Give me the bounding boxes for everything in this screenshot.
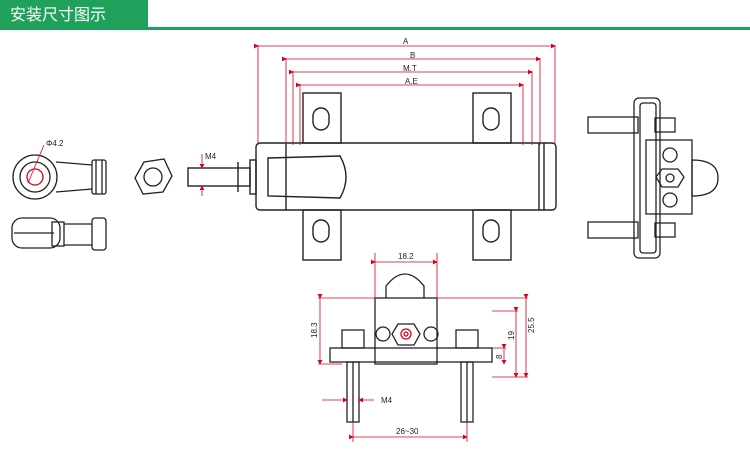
dim-mt-label: M.T (403, 64, 417, 73)
dim-18-2-label: 18.2 (398, 252, 414, 261)
rod-end-side-view (11, 217, 107, 251)
nut-view (134, 158, 173, 195)
rod-end-front-view (12, 154, 107, 200)
sensor-end-view (587, 97, 719, 259)
phi-dimension: Φ4.2 (27, 139, 64, 184)
dim-8-label: 8 (495, 354, 504, 359)
m4-top-label: M4 (205, 152, 217, 161)
dim-b-label: B (410, 51, 415, 60)
section-title: 安装尺寸图示 (0, 0, 148, 30)
dim-19-label: 19 (507, 331, 516, 340)
dim-26-30-label: 26~30 (396, 427, 419, 436)
dim-25-5-label: 25.5 (527, 317, 536, 333)
m4-bottom-label: M4 (381, 396, 393, 405)
phi-label: Φ4.2 (46, 139, 64, 148)
sensor-body-side-view (187, 92, 557, 261)
mounting-dimensions (317, 253, 529, 442)
dim-a-label: A (403, 37, 409, 46)
mounting-front-view (329, 273, 493, 423)
m4-top-dimension: M4 (199, 152, 217, 196)
header-divider (148, 27, 750, 30)
dim-18-3-label: 18.3 (310, 322, 319, 338)
dim-ae-label: A.E (405, 77, 418, 86)
length-dimensions (254, 43, 556, 145)
